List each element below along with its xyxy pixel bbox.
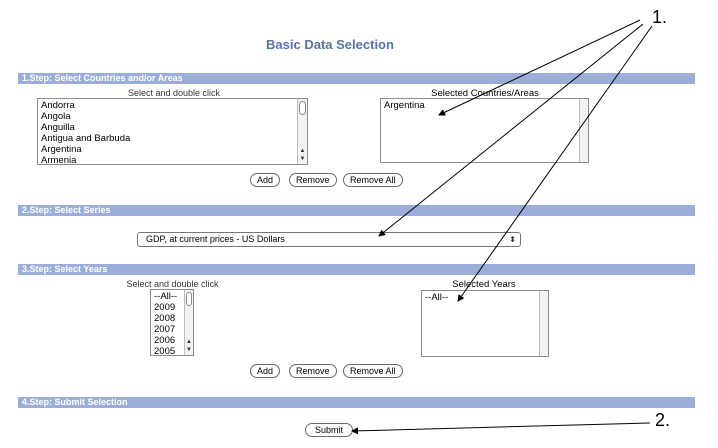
add-country-button[interactable]: Add [250,173,281,187]
scroll-up-icon[interactable]: ▲ [299,148,306,154]
list-item[interactable]: --All-- [425,292,449,303]
step1-header: 1.Step: Select Countries and/or Areas [18,73,695,84]
add-year-button[interactable]: Add [250,364,281,378]
list-item[interactable]: Argentina [41,144,82,155]
countries-scrollbar[interactable]: ▲ ▼ [297,99,307,164]
list-item[interactable]: Armenia [41,155,77,165]
list-item[interactable]: Argentina [384,100,425,111]
list-item[interactable]: Antigua and Barbuda [41,133,131,144]
step2-header: 2.Step: Select Series [18,205,695,216]
list-item[interactable]: --All-- [154,291,178,302]
selected-years-label: Selected Years [452,279,516,290]
remove-all-countries-button[interactable]: Remove All [343,173,403,187]
select-updown-icon: ⬍ [509,235,516,244]
arrow-to-series-select [378,23,644,237]
list-item[interactable]: Andorra [41,100,75,111]
selected-countries-listbox[interactable]: Argentina [380,98,589,163]
step3-hint: Select and double click [126,279,219,289]
selected-years-listbox[interactable]: --All-- [421,290,549,357]
remove-all-years-button[interactable]: Remove All [343,364,403,378]
arrow-to-selected-countries [438,19,641,116]
annotation-label-2: 2. [655,410,671,430]
remove-country-button[interactable]: Remove [289,173,337,187]
arrow-to-selected-years [457,25,653,302]
list-item[interactable]: Angola [41,111,71,122]
list-item[interactable]: 2005 [154,346,176,356]
scroll-up-icon[interactable]: ▲ [186,339,192,345]
arrow-to-submit [351,422,651,435]
list-item[interactable]: 2008 [154,313,176,324]
scroll-down-icon[interactable]: ▼ [186,347,192,353]
selected-countries-scrollbar[interactable] [579,99,588,162]
scroll-thumb[interactable] [299,101,306,115]
list-item[interactable]: Anguilla [41,122,75,133]
list-item[interactable]: 2006 [154,335,176,346]
years-scrollbar[interactable]: ▲ ▼ [184,290,193,355]
step4-header: 4.Step: Submit Selection [18,397,695,408]
step3-header: 3.Step: Select Years [18,264,695,275]
scroll-down-icon[interactable]: ▼ [299,156,306,162]
scroll-thumb[interactable] [186,292,192,306]
annotation-label-1: 1. [652,7,668,27]
list-item[interactable]: 2007 [154,324,176,335]
selected-years-scrollbar[interactable] [539,291,548,356]
step1-hint: Select and double click [127,88,221,98]
remove-year-button[interactable]: Remove [289,364,337,378]
page-title: Basic Data Selection [266,37,394,52]
series-select-value: GDP, at current prices - US Dollars [146,234,285,244]
list-item[interactable]: 2009 [154,302,176,313]
series-select[interactable]: GDP, at current prices - US Dollars ⬍ [137,232,521,247]
